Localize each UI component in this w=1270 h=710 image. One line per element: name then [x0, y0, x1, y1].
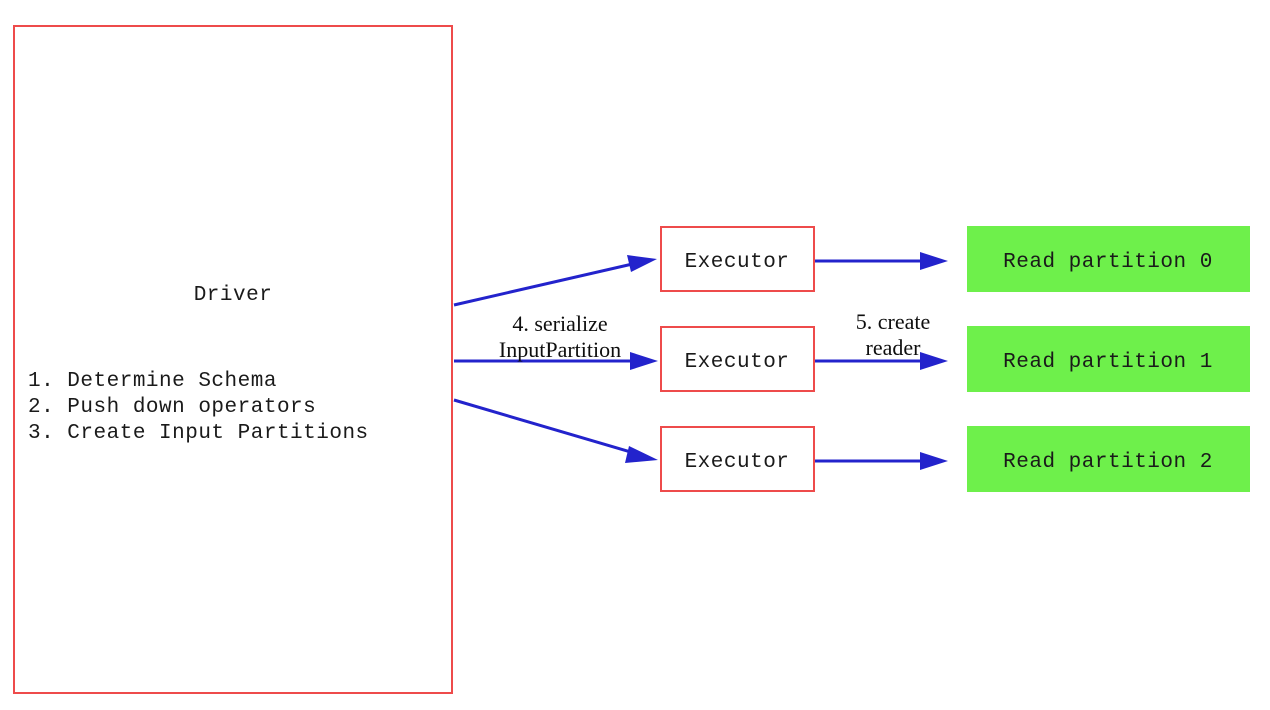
executor-label-0: Executor — [685, 251, 790, 274]
edge-label-serialize-line2: InputPartition — [499, 337, 621, 362]
arrow-driver-to-executor-2 — [453, 398, 658, 463]
driver-title: Driver — [194, 284, 273, 307]
driver-step-3: 3. Create Input Partitions — [28, 422, 369, 445]
arrow-driver-to-executor-1 — [454, 352, 658, 370]
arrow-executor-to-partition-2 — [815, 452, 948, 470]
partition-label-2: Read partition 2 — [1003, 451, 1213, 474]
executor-box-2[interactable] — [660, 426, 815, 492]
arrow-driver-to-executor-0 — [453, 255, 657, 307]
edge-label-create-reader-line2: reader — [866, 335, 922, 360]
executor-box-0[interactable] — [660, 226, 815, 292]
arrow-executor-to-partition-1 — [815, 352, 948, 370]
arrow-executor-to-partition-0 — [815, 252, 948, 270]
executor-box-1[interactable] — [660, 326, 815, 392]
partition-label-1: Read partition 1 — [1003, 351, 1213, 374]
partition-box-0[interactable] — [967, 226, 1250, 292]
driver-step-2: 2. Push down operators — [28, 396, 316, 419]
partition-box-1[interactable] — [967, 326, 1250, 392]
driver-step-1: 1. Determine Schema — [28, 370, 277, 393]
executor-label-1: Executor — [685, 351, 790, 374]
driver-box[interactable] — [13, 25, 453, 694]
executor-label-2: Executor — [685, 451, 790, 474]
partition-box-2[interactable] — [967, 426, 1250, 492]
partition-label-0: Read partition 0 — [1003, 251, 1213, 274]
edge-label-serialize-line1: 4. serialize — [512, 311, 607, 336]
edge-label-create-reader-line1: 5. create — [856, 309, 931, 334]
